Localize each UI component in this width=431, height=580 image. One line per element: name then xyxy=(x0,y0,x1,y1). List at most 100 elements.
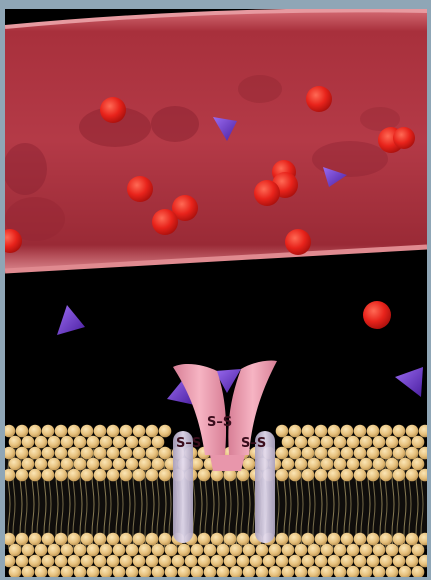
lipid-head xyxy=(289,555,302,568)
lipid-head xyxy=(152,436,165,449)
lipid-head xyxy=(341,425,354,438)
lipid-head xyxy=(393,425,406,438)
lipid-head xyxy=(198,555,211,568)
lipid-head xyxy=(276,469,289,482)
lipid-head xyxy=(81,555,94,568)
lipid-head xyxy=(16,555,29,568)
lipid-head xyxy=(16,469,29,482)
lipid-head xyxy=(269,544,282,557)
lipid-head xyxy=(178,544,191,557)
lipid-head xyxy=(321,566,334,577)
lipid-head xyxy=(386,436,399,449)
lipid-head xyxy=(61,458,74,471)
lipid-head xyxy=(289,447,302,460)
lipid-head xyxy=(42,469,55,482)
lipid-head xyxy=(341,555,354,568)
lipid-head xyxy=(139,458,152,471)
lipid-head xyxy=(308,544,321,557)
lipid-head xyxy=(185,555,198,568)
red-particle xyxy=(127,176,153,202)
lipid-head xyxy=(61,544,74,557)
lipid-head xyxy=(367,447,380,460)
lipid-head xyxy=(373,566,386,577)
lipid-head xyxy=(133,425,146,438)
lipid-head xyxy=(380,447,393,460)
lipid-head xyxy=(380,533,393,546)
lipid-head xyxy=(243,458,256,471)
lipid-head xyxy=(230,544,243,557)
lipid-head xyxy=(87,566,100,577)
disulfide-bond-right: S–S xyxy=(241,436,266,451)
lipid-head xyxy=(360,566,373,577)
purple-particle xyxy=(395,367,423,397)
lipid-head xyxy=(42,555,55,568)
lipid-head xyxy=(159,555,172,568)
lipid-head xyxy=(87,436,100,449)
lipid-head xyxy=(126,544,139,557)
lipid-head xyxy=(328,425,341,438)
lipid-head xyxy=(308,436,321,449)
lipid-head xyxy=(367,555,380,568)
lipid-head xyxy=(22,566,35,577)
lipid-head xyxy=(263,555,276,568)
lipid-head xyxy=(146,447,159,460)
lipid-head xyxy=(29,447,42,460)
lipid-head xyxy=(321,436,334,449)
lipid-head xyxy=(295,544,308,557)
lipid-head xyxy=(380,555,393,568)
lipid-head xyxy=(16,425,29,438)
lipid-head xyxy=(48,544,61,557)
lipid-head xyxy=(282,566,295,577)
lipid-head xyxy=(373,436,386,449)
lipid-head xyxy=(302,425,315,438)
lipid-head xyxy=(159,533,172,546)
lipid-head xyxy=(367,425,380,438)
lipid-head xyxy=(406,469,419,482)
red-particle xyxy=(306,86,332,112)
lipid-head xyxy=(152,544,165,557)
lipid-head xyxy=(22,458,35,471)
lipid-head xyxy=(22,436,35,449)
blood-vessel xyxy=(5,10,427,271)
lipid-head xyxy=(412,458,425,471)
lipid-head xyxy=(289,533,302,546)
lipid-head xyxy=(74,566,87,577)
lipid-head xyxy=(35,458,48,471)
lipid-head xyxy=(321,544,334,557)
lipid-head xyxy=(354,555,367,568)
lipid-head xyxy=(276,447,289,460)
lipid-head xyxy=(380,469,393,482)
lipid-head xyxy=(68,425,81,438)
lipid-head xyxy=(204,566,217,577)
lipid-head xyxy=(178,566,191,577)
lipid-head xyxy=(165,544,178,557)
lipid-head xyxy=(29,425,42,438)
lipid-head xyxy=(152,566,165,577)
lipid-head xyxy=(347,436,360,449)
lipid-head xyxy=(159,447,172,460)
lipid-head xyxy=(100,566,113,577)
lipid-head xyxy=(35,544,48,557)
lipid-head xyxy=(256,566,269,577)
lipid-head xyxy=(120,555,133,568)
lipid-head xyxy=(81,447,94,460)
lipid-head xyxy=(282,544,295,557)
lipid-head xyxy=(360,458,373,471)
lipid-head xyxy=(393,555,406,568)
lipid-head xyxy=(68,533,81,546)
red-particle xyxy=(100,97,126,123)
lipid-head xyxy=(328,469,341,482)
lipid-head xyxy=(217,566,230,577)
lipid-head xyxy=(48,436,61,449)
lipid-head xyxy=(295,566,308,577)
lipid-head xyxy=(328,555,341,568)
lipid-head xyxy=(360,544,373,557)
lipid-head xyxy=(68,447,81,460)
lipid-head xyxy=(16,447,29,460)
lipid-head xyxy=(386,458,399,471)
lipid-heads-bottom xyxy=(5,533,427,577)
lipid-head xyxy=(315,425,328,438)
lipid-head xyxy=(354,447,367,460)
lipid-head xyxy=(308,566,321,577)
lipid-head xyxy=(354,425,367,438)
